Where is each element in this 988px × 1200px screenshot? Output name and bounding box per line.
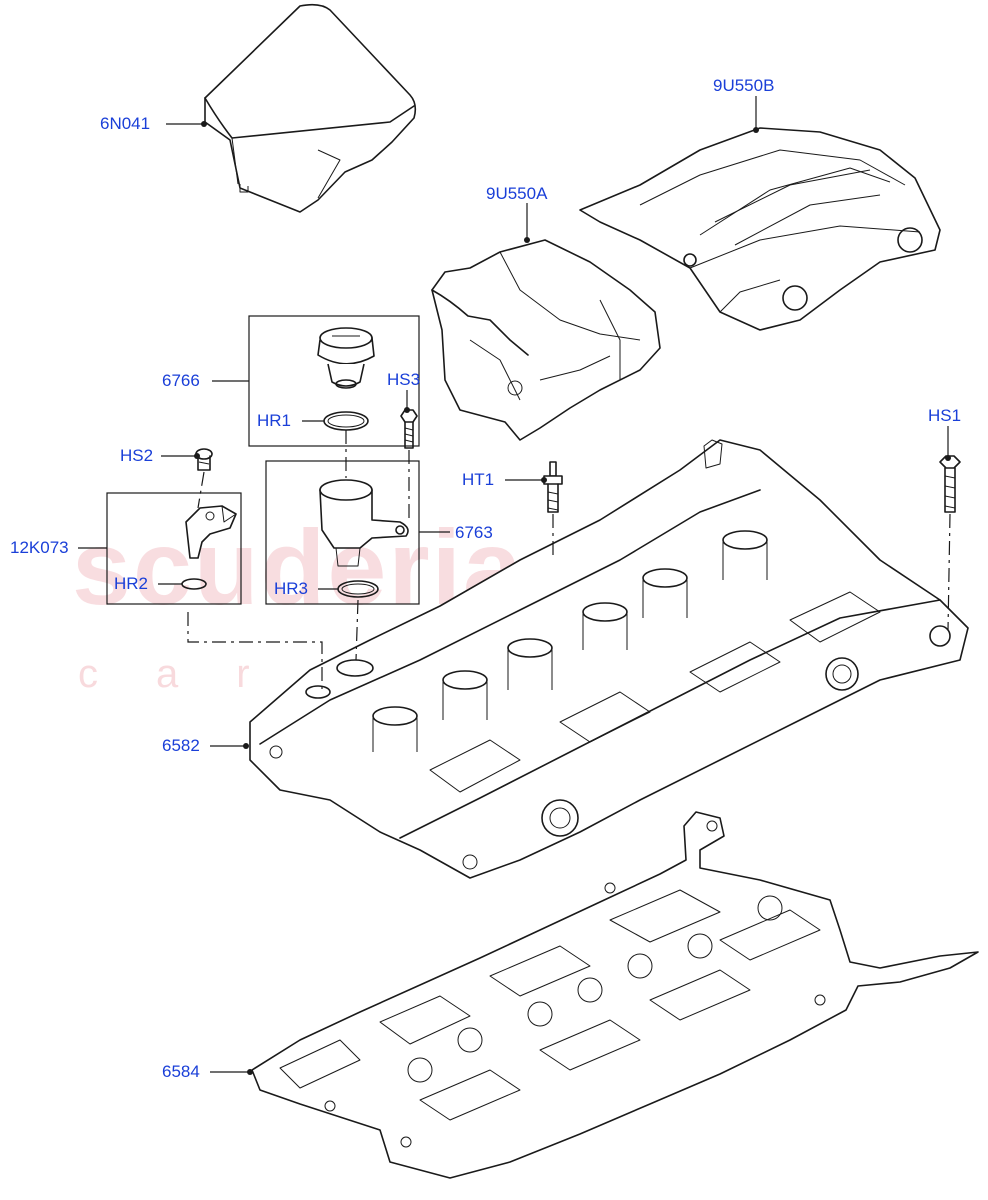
callout-6763[interactable]: 6763: [455, 523, 493, 542]
camshaft-sensor-12k073[interactable]: [185, 505, 237, 559]
leader-lines: [78, 96, 951, 1075]
engine-cover-9u550b[interactable]: [579, 127, 941, 331]
o-ring-hr2[interactable]: [181, 578, 207, 590]
engine-cover-6n041[interactable]: [204, 3, 417, 213]
oil-filler-cap-6766[interactable]: [317, 327, 375, 389]
callout-hr1[interactable]: HR1: [257, 411, 292, 430]
callout-9u550a[interactable]: 9U550A: [486, 184, 548, 203]
valve-cover-6582[interactable]: [249, 439, 969, 879]
stud-ht1[interactable]: [543, 461, 563, 513]
gasket-6584[interactable]: [251, 811, 979, 1179]
callout-9u550b[interactable]: 9U550B: [713, 76, 775, 95]
callout-hr2[interactable]: HR2: [114, 574, 149, 593]
callout-hs2[interactable]: HS2: [120, 446, 154, 465]
callout-6n041[interactable]: 6N041: [100, 114, 151, 133]
o-ring-hr3[interactable]: [337, 580, 379, 598]
callout-hr3[interactable]: HR3: [274, 579, 309, 598]
engine-cover-9u550a[interactable]: [431, 239, 661, 441]
callout-hs3[interactable]: HS3: [387, 370, 421, 389]
oil-filler-neck-6763[interactable]: [319, 479, 409, 567]
callout-ht1[interactable]: HT1: [462, 470, 495, 489]
callout-6584[interactable]: 6584: [162, 1062, 200, 1081]
bolt-hs2[interactable]: [195, 448, 213, 471]
bolt-hs1[interactable]: [939, 455, 961, 513]
callout-6582[interactable]: 6582: [162, 736, 200, 755]
bolt-hs3[interactable]: [400, 409, 418, 449]
callout-hs1[interactable]: HS1: [928, 406, 962, 425]
callout-6766[interactable]: 6766: [162, 371, 200, 390]
o-ring-hr1[interactable]: [323, 411, 369, 431]
assembly-lines: [187, 430, 951, 690]
callout-12k073[interactable]: 12K073: [10, 538, 69, 557]
